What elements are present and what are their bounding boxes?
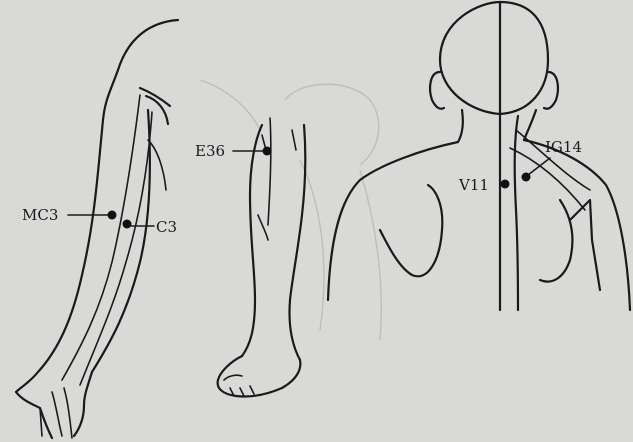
head-back-figure <box>328 2 630 310</box>
v11-marker <box>501 180 510 189</box>
point-c3: C3 <box>123 218 178 236</box>
point-e36: E36 <box>195 142 272 160</box>
mc3-marker <box>108 211 117 220</box>
point-mc3: MC3 <box>22 206 117 224</box>
c3-marker <box>123 220 132 229</box>
c3-label: C3 <box>156 218 177 236</box>
arm-figure <box>16 20 178 438</box>
mc3-label: MC3 <box>22 206 58 224</box>
point-v11: V11 <box>458 176 510 194</box>
v11-label: V11 <box>458 176 489 194</box>
ig14-marker <box>522 173 531 182</box>
leg-figure <box>218 118 306 397</box>
ig14-label: IG14 <box>545 138 582 156</box>
e36-label: E36 <box>195 142 225 160</box>
e36-marker <box>263 147 272 156</box>
